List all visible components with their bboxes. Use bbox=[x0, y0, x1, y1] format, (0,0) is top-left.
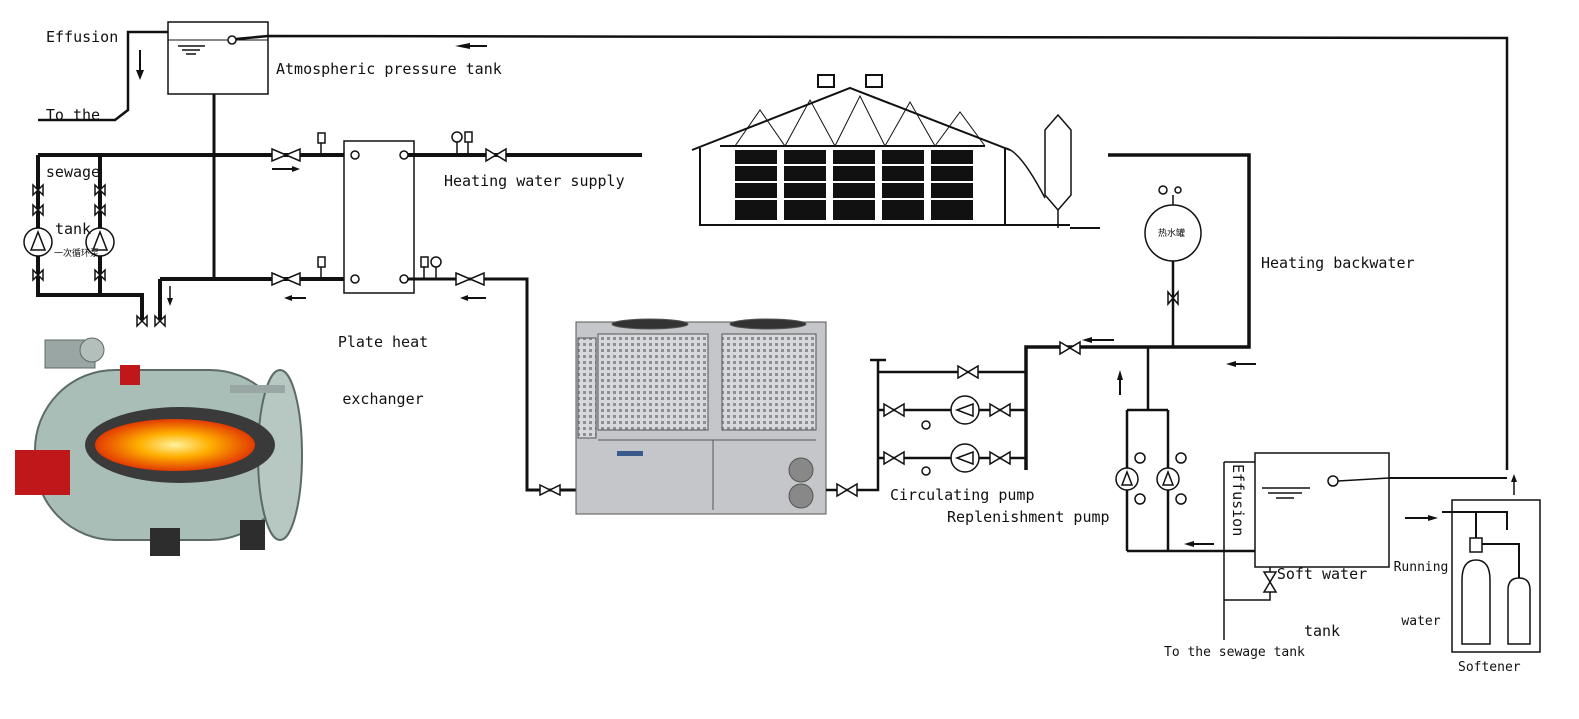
soft-tank-line: Soft water bbox=[1276, 565, 1368, 583]
secondary-supply-instruments bbox=[451, 131, 507, 163]
cage-rows bbox=[735, 150, 973, 220]
flow-arrow bbox=[1226, 361, 1236, 367]
to-sewage-top-line: To the bbox=[45, 106, 101, 124]
flow-arrow bbox=[167, 298, 173, 306]
feed-silo bbox=[1004, 113, 1072, 228]
circulating-pump-1 bbox=[883, 395, 1011, 430]
running-water-line: water bbox=[1401, 614, 1441, 629]
running-water-label: Running water bbox=[1390, 523, 1452, 649]
to-sewage-top-label: To the sewage tank bbox=[38, 68, 108, 258]
cage-tiers bbox=[735, 164, 973, 200]
plate-hx-label: Plate heat exchanger bbox=[330, 295, 436, 428]
flow-arrow bbox=[292, 166, 300, 172]
heat-pump-unit bbox=[575, 318, 827, 515]
softener-piping bbox=[1389, 477, 1520, 578]
replenishment-pump-1 bbox=[1115, 452, 1146, 505]
running-water-line: Running bbox=[1393, 560, 1449, 575]
heating-backwater-label: Heating backwater bbox=[1261, 254, 1415, 272]
flow-arrow bbox=[1184, 541, 1194, 547]
flow-arrow bbox=[284, 295, 292, 301]
boiler-image bbox=[15, 337, 303, 556]
flow-arrow bbox=[1511, 474, 1517, 482]
softener-label: Softener bbox=[1458, 660, 1521, 675]
check-valve bbox=[957, 364, 979, 380]
replenishment-pump-2 bbox=[1156, 452, 1187, 505]
soft-tank-drain-valve bbox=[1262, 571, 1278, 593]
effusion-arrow bbox=[136, 70, 144, 80]
secondary-return-instruments bbox=[420, 256, 561, 497]
replenishment-pump-label: Replenishment pump bbox=[947, 508, 1110, 526]
expansion-tank-cn-label: 热水罐 bbox=[1158, 229, 1186, 239]
to-sewage-top-line: sewage bbox=[45, 163, 101, 181]
drain-valves bbox=[136, 314, 166, 328]
to-sewage-bottom-label: To the sewage tank bbox=[1164, 645, 1305, 660]
backwater-valve bbox=[1059, 340, 1081, 356]
flow-arrow bbox=[1082, 337, 1092, 343]
poultry-house bbox=[691, 74, 1100, 229]
flow-arrow bbox=[1428, 515, 1438, 521]
softener bbox=[1451, 499, 1541, 653]
unit-outlet-valve bbox=[836, 482, 858, 498]
effusion-top-label: Effusion bbox=[46, 28, 119, 46]
soft-water-tank bbox=[1254, 452, 1390, 568]
to-sewage-top-line: tank bbox=[54, 220, 92, 238]
plate-hx-line: Plate heat bbox=[337, 333, 429, 351]
primary-pump-1 bbox=[23, 183, 53, 282]
effusion-line-top bbox=[38, 30, 168, 122]
unit-outlet-pipe bbox=[826, 358, 886, 492]
primary-valves bbox=[271, 132, 326, 287]
flow-arrow bbox=[460, 295, 468, 301]
atmospheric-tank-label: Atmospheric pressure tank bbox=[276, 60, 502, 78]
effusion-side-label: Effusion bbox=[1229, 464, 1247, 537]
plate-heat-exchanger bbox=[343, 140, 415, 294]
primary-pipes bbox=[36, 153, 355, 320]
circulating-pump-label: Circulating pump bbox=[890, 486, 1035, 504]
circulating-pump-2 bbox=[883, 443, 1011, 476]
heating-backwater-pipe bbox=[1024, 153, 1251, 470]
atmospheric-tank bbox=[167, 21, 269, 95]
primary-pump-cn-label: 一次循环泵 bbox=[54, 249, 100, 259]
soft-water-tank-label: Soft water tank bbox=[1262, 527, 1382, 660]
expansion-tank bbox=[1144, 185, 1202, 347]
flow-arrow bbox=[455, 43, 470, 49]
plate-hx-line: exchanger bbox=[342, 390, 424, 408]
heating-supply-label: Heating water supply bbox=[444, 172, 625, 190]
top-return-line bbox=[235, 34, 1509, 470]
soft-tank-line: tank bbox=[1303, 622, 1341, 640]
flow-arrow bbox=[1117, 370, 1123, 380]
primary-pump-2 bbox=[85, 183, 115, 282]
